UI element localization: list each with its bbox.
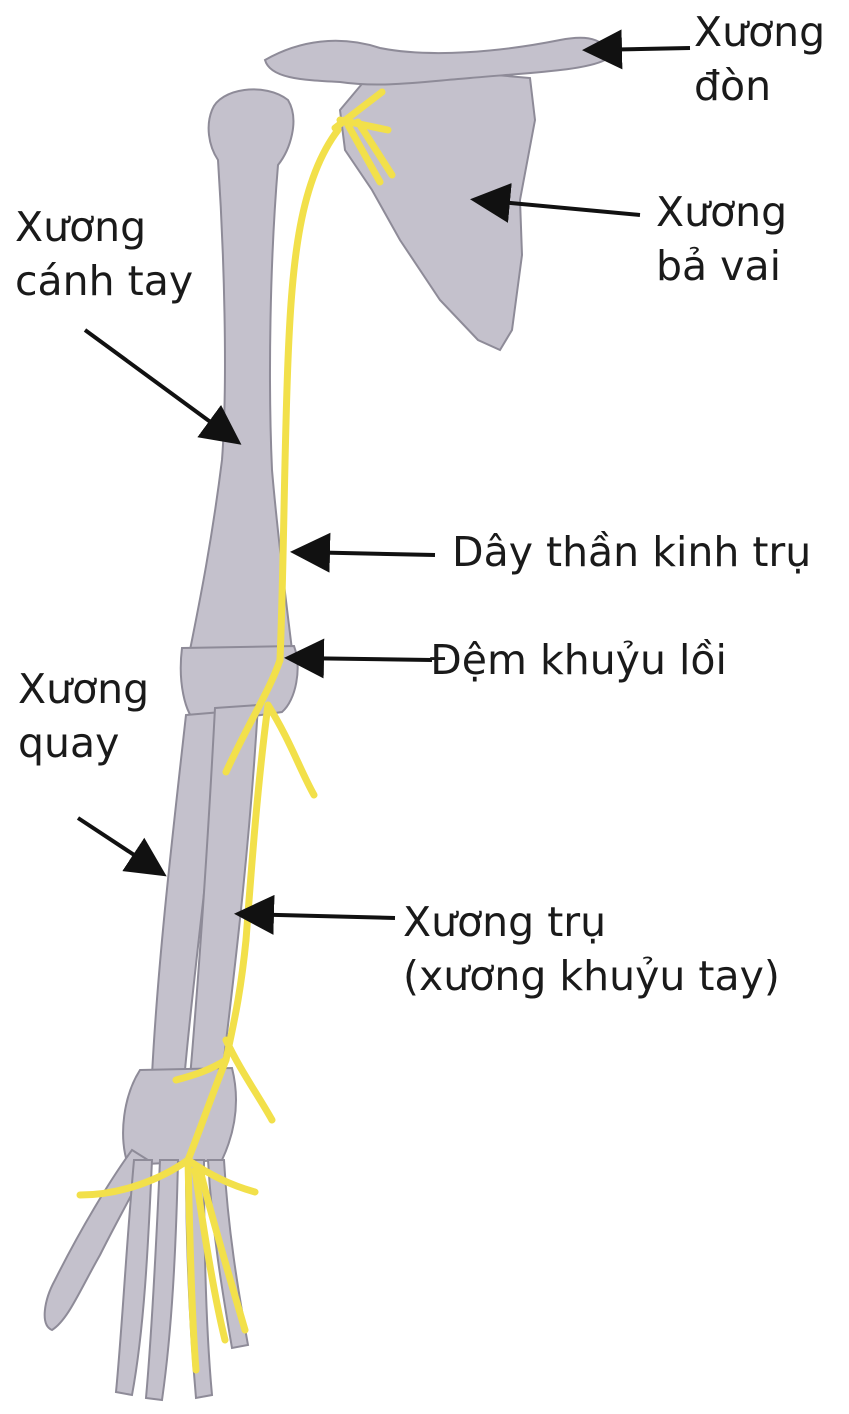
arrow-ulnar-nerve [298, 552, 435, 555]
label-medial-epicondyle: Đệm khuỷu lồi [430, 633, 727, 687]
label-humerus: Xương cánh tay [15, 200, 193, 308]
arrow-clavicle [590, 48, 690, 50]
clavicle-bone [265, 38, 606, 85]
label-ulnar-nerve-line1: Dây thần kinh trụ [452, 525, 811, 579]
label-radius: Xương quay [18, 662, 149, 770]
arrow-radius [78, 818, 160, 872]
label-medial-epicondyle-line1: Đệm khuỷu lồi [430, 633, 727, 687]
label-clavicle-line2: đòn [694, 59, 825, 113]
label-ulna: Xương trụ (xương khuỷu tay) [403, 895, 780, 1003]
arrow-medial-epicondyle [292, 658, 432, 660]
label-scapula: Xương bả vai [656, 185, 787, 293]
label-ulna-line1: Xương trụ [403, 895, 780, 949]
label-radius-line2: quay [18, 716, 149, 770]
humerus-bone [190, 89, 293, 650]
arrow-ulna [242, 914, 395, 918]
label-clavicle-line1: Xương [694, 5, 825, 59]
label-radius-line1: Xương [18, 662, 149, 716]
label-humerus-line2: cánh tay [15, 254, 193, 308]
label-clavicle: Xương đòn [694, 5, 825, 113]
scapula-bone [340, 68, 535, 350]
label-scapula-line1: Xương [656, 185, 787, 239]
label-ulnar-nerve: Dây thần kinh trụ [452, 525, 811, 579]
arrow-humerus [85, 330, 235, 440]
label-scapula-line2: bả vai [656, 239, 787, 293]
nerve-upper-arm [280, 130, 338, 660]
label-ulna-line2: (xương khuỷu tay) [403, 949, 780, 1003]
label-humerus-line1: Xương [15, 200, 193, 254]
